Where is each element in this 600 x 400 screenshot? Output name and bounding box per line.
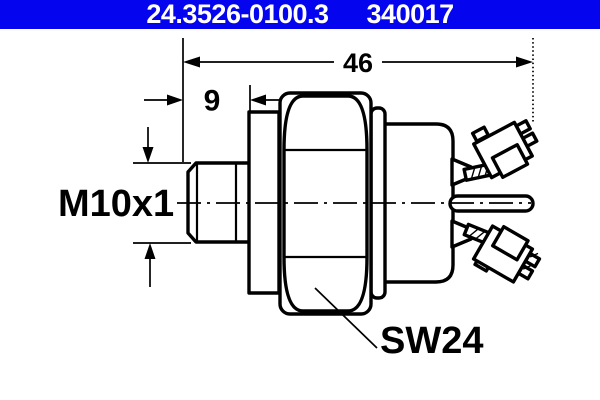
connector-socket <box>490 143 530 179</box>
dimension-overall-length: 46 <box>182 38 534 162</box>
arrowhead-down <box>142 147 154 163</box>
connector-socket <box>491 225 530 262</box>
connector-block-lower <box>471 224 542 284</box>
reference-number: 340017 <box>366 0 455 29</box>
arrowhead-left <box>183 56 200 68</box>
dimension-thread-spec: M10x1 <box>58 127 191 287</box>
arrowhead-right <box>516 56 533 68</box>
switch-part <box>186 91 542 316</box>
arrowhead-inward-right <box>167 94 183 106</box>
arrowhead-inward-left <box>250 94 266 106</box>
dimension-label-9: 9 <box>204 85 221 118</box>
dimension-label-sw24: SW24 <box>380 320 483 362</box>
header-bar: 24.3526-0100.3 340017 <box>0 0 600 29</box>
dimension-label-m10x1: M10x1 <box>58 183 174 225</box>
arrowhead-up <box>144 243 156 259</box>
hatching <box>522 252 539 270</box>
callout-wrench-size: SW24 <box>314 287 483 362</box>
dimension-label-46: 46 <box>343 48 373 78</box>
connector-block-upper <box>470 119 539 180</box>
leader-line <box>314 287 378 349</box>
dimension-thread-length: 9 <box>144 85 291 118</box>
part-number: 24.3526-0100.3 <box>146 0 329 29</box>
